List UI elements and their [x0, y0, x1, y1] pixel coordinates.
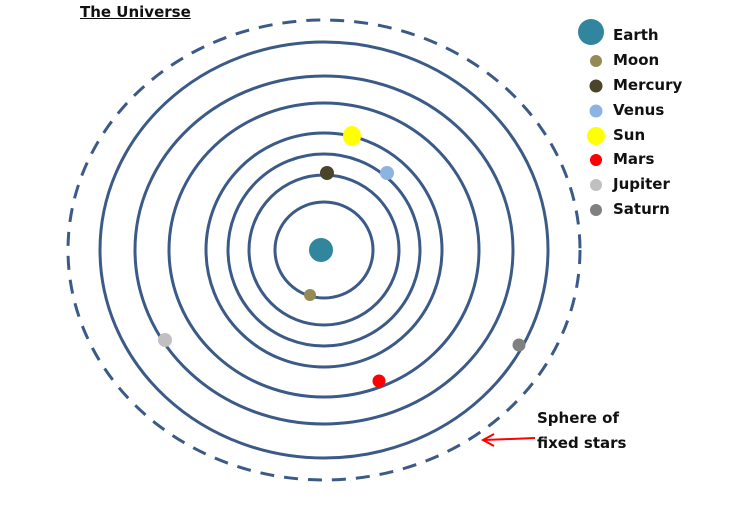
moon-dot: [304, 289, 316, 301]
arrow-line: [484, 437, 536, 441]
diagram-title: The Universe: [80, 3, 191, 21]
legend-dot-saturn: [590, 204, 602, 216]
legend-dot-mercury: [589, 79, 603, 93]
legend-dot-mars: [590, 154, 602, 166]
orbit-jupiter: [133, 74, 515, 426]
orbit-moon: [273, 200, 375, 300]
jupiter-dot: [158, 333, 172, 347]
legend-label-mars: Mars: [613, 150, 655, 168]
arrow-head-icon: [480, 433, 495, 447]
orbit-saturn: [98, 40, 550, 460]
legend-dot-moon: [590, 55, 602, 67]
sphere-label-line1: Sphere of: [537, 409, 620, 427]
sun-dot: [343, 126, 361, 146]
orbit-sun: [204, 131, 444, 369]
legend-dot-earth: [578, 19, 604, 45]
mars-dot: [372, 374, 386, 388]
legend-label-saturn: Saturn: [613, 200, 670, 218]
legend-label-sun: Sun: [613, 126, 646, 144]
sphere-of-fixed-stars: [66, 18, 582, 482]
earth-dot: [309, 238, 333, 262]
venus-dot: [380, 166, 394, 180]
legend-label-moon: Moon: [613, 51, 660, 69]
orbit-venus: [226, 152, 422, 348]
saturn-dot: [512, 338, 526, 352]
orbit-mars: [167, 101, 481, 399]
legend-label-venus: Venus: [613, 101, 665, 119]
legend-dot-sun: [587, 127, 605, 145]
legend-label-mercury: Mercury: [613, 76, 683, 94]
legend-label-earth: Earth: [613, 26, 659, 44]
mercury-dot: [320, 166, 334, 180]
sphere-label-line2: fixed stars: [537, 434, 627, 452]
legend-label-jupiter: Jupiter: [613, 175, 670, 193]
legend-dot-venus: [589, 104, 603, 118]
legend-dot-jupiter: [590, 179, 602, 191]
